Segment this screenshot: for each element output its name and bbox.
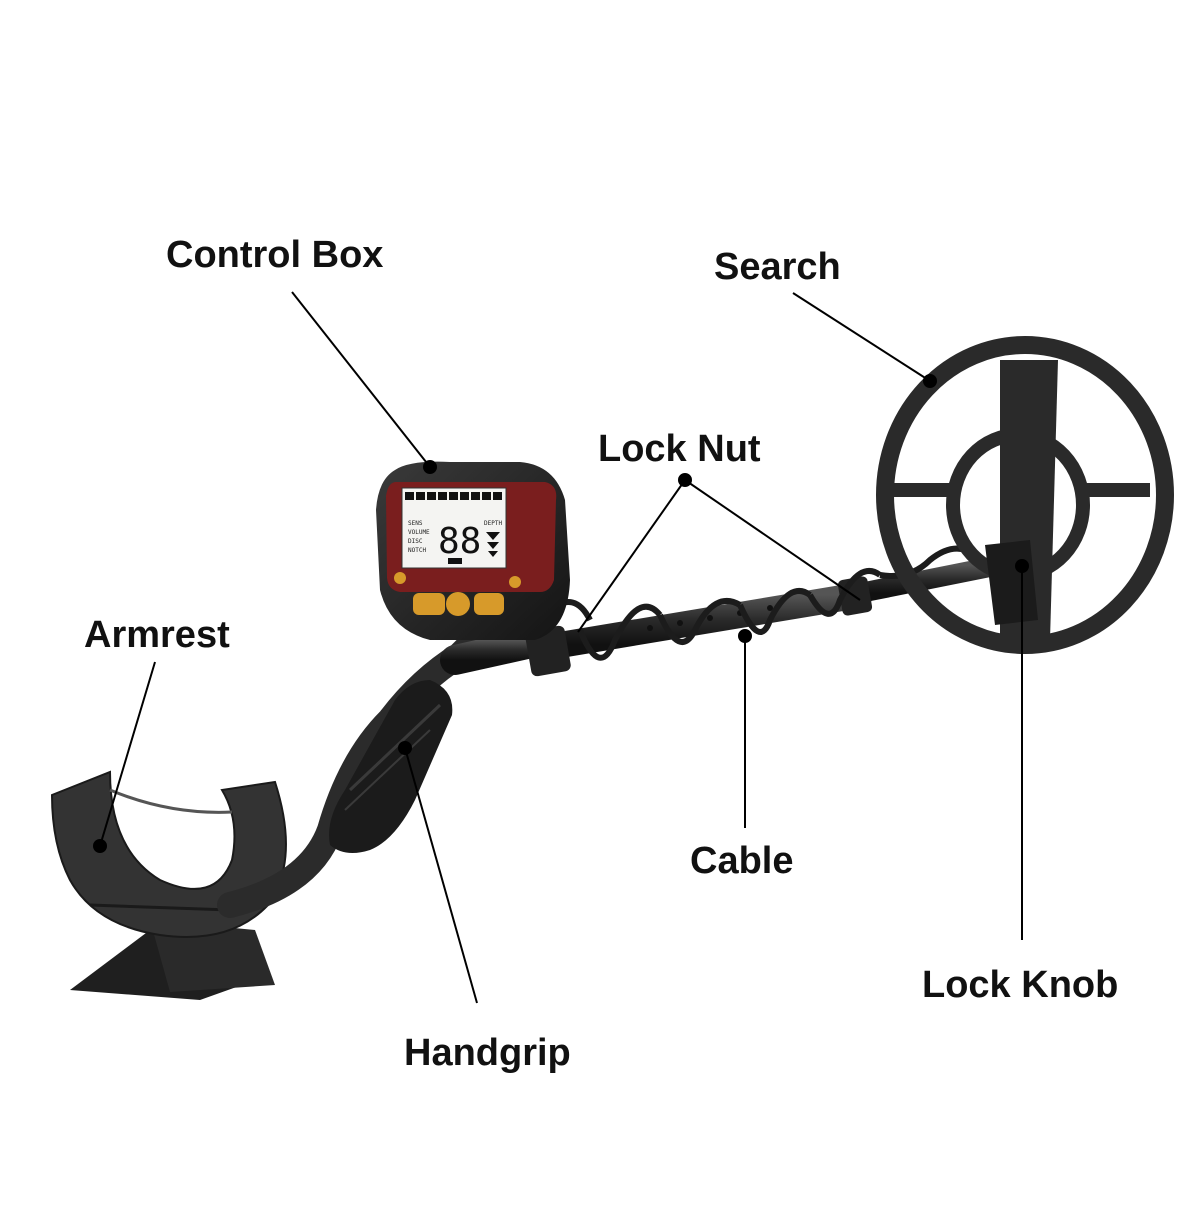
lcd-screen xyxy=(401,487,507,569)
power-icon xyxy=(394,572,406,584)
main-shaft xyxy=(440,555,1010,677)
lcd-depth-label: DEPTH xyxy=(484,520,502,527)
button-left xyxy=(413,593,445,615)
label-control-box: Control Box xyxy=(166,234,384,276)
label-lock-knob: Lock Knob xyxy=(922,964,1119,1006)
leader-lines xyxy=(93,291,1029,1004)
handgrip xyxy=(329,680,453,854)
button-center xyxy=(446,592,470,616)
lcd-digits: 88 xyxy=(438,521,481,562)
label-handgrip: Handgrip xyxy=(404,1032,571,1074)
label-search: Search xyxy=(714,246,841,288)
light-icon xyxy=(509,576,521,588)
search-coil xyxy=(876,336,1174,654)
label-lock-nut: Lock Nut xyxy=(598,428,761,470)
label-cable: Cable xyxy=(690,840,794,882)
lcd-menu-sens: SENS xyxy=(408,520,423,527)
button-right xyxy=(474,593,504,615)
lcd-menu-disc: DISC xyxy=(408,538,423,545)
coiled-cable xyxy=(547,545,977,661)
lcd-menu-notch: NOTCH xyxy=(408,547,426,554)
lock-knob-shape xyxy=(985,540,1038,625)
label-armrest: Armrest xyxy=(84,614,230,656)
lcd-menu-volume: VOLUME xyxy=(408,529,430,536)
control-box: 88 SENS VOLUME DISC NOTCH DEPTH xyxy=(376,461,570,640)
